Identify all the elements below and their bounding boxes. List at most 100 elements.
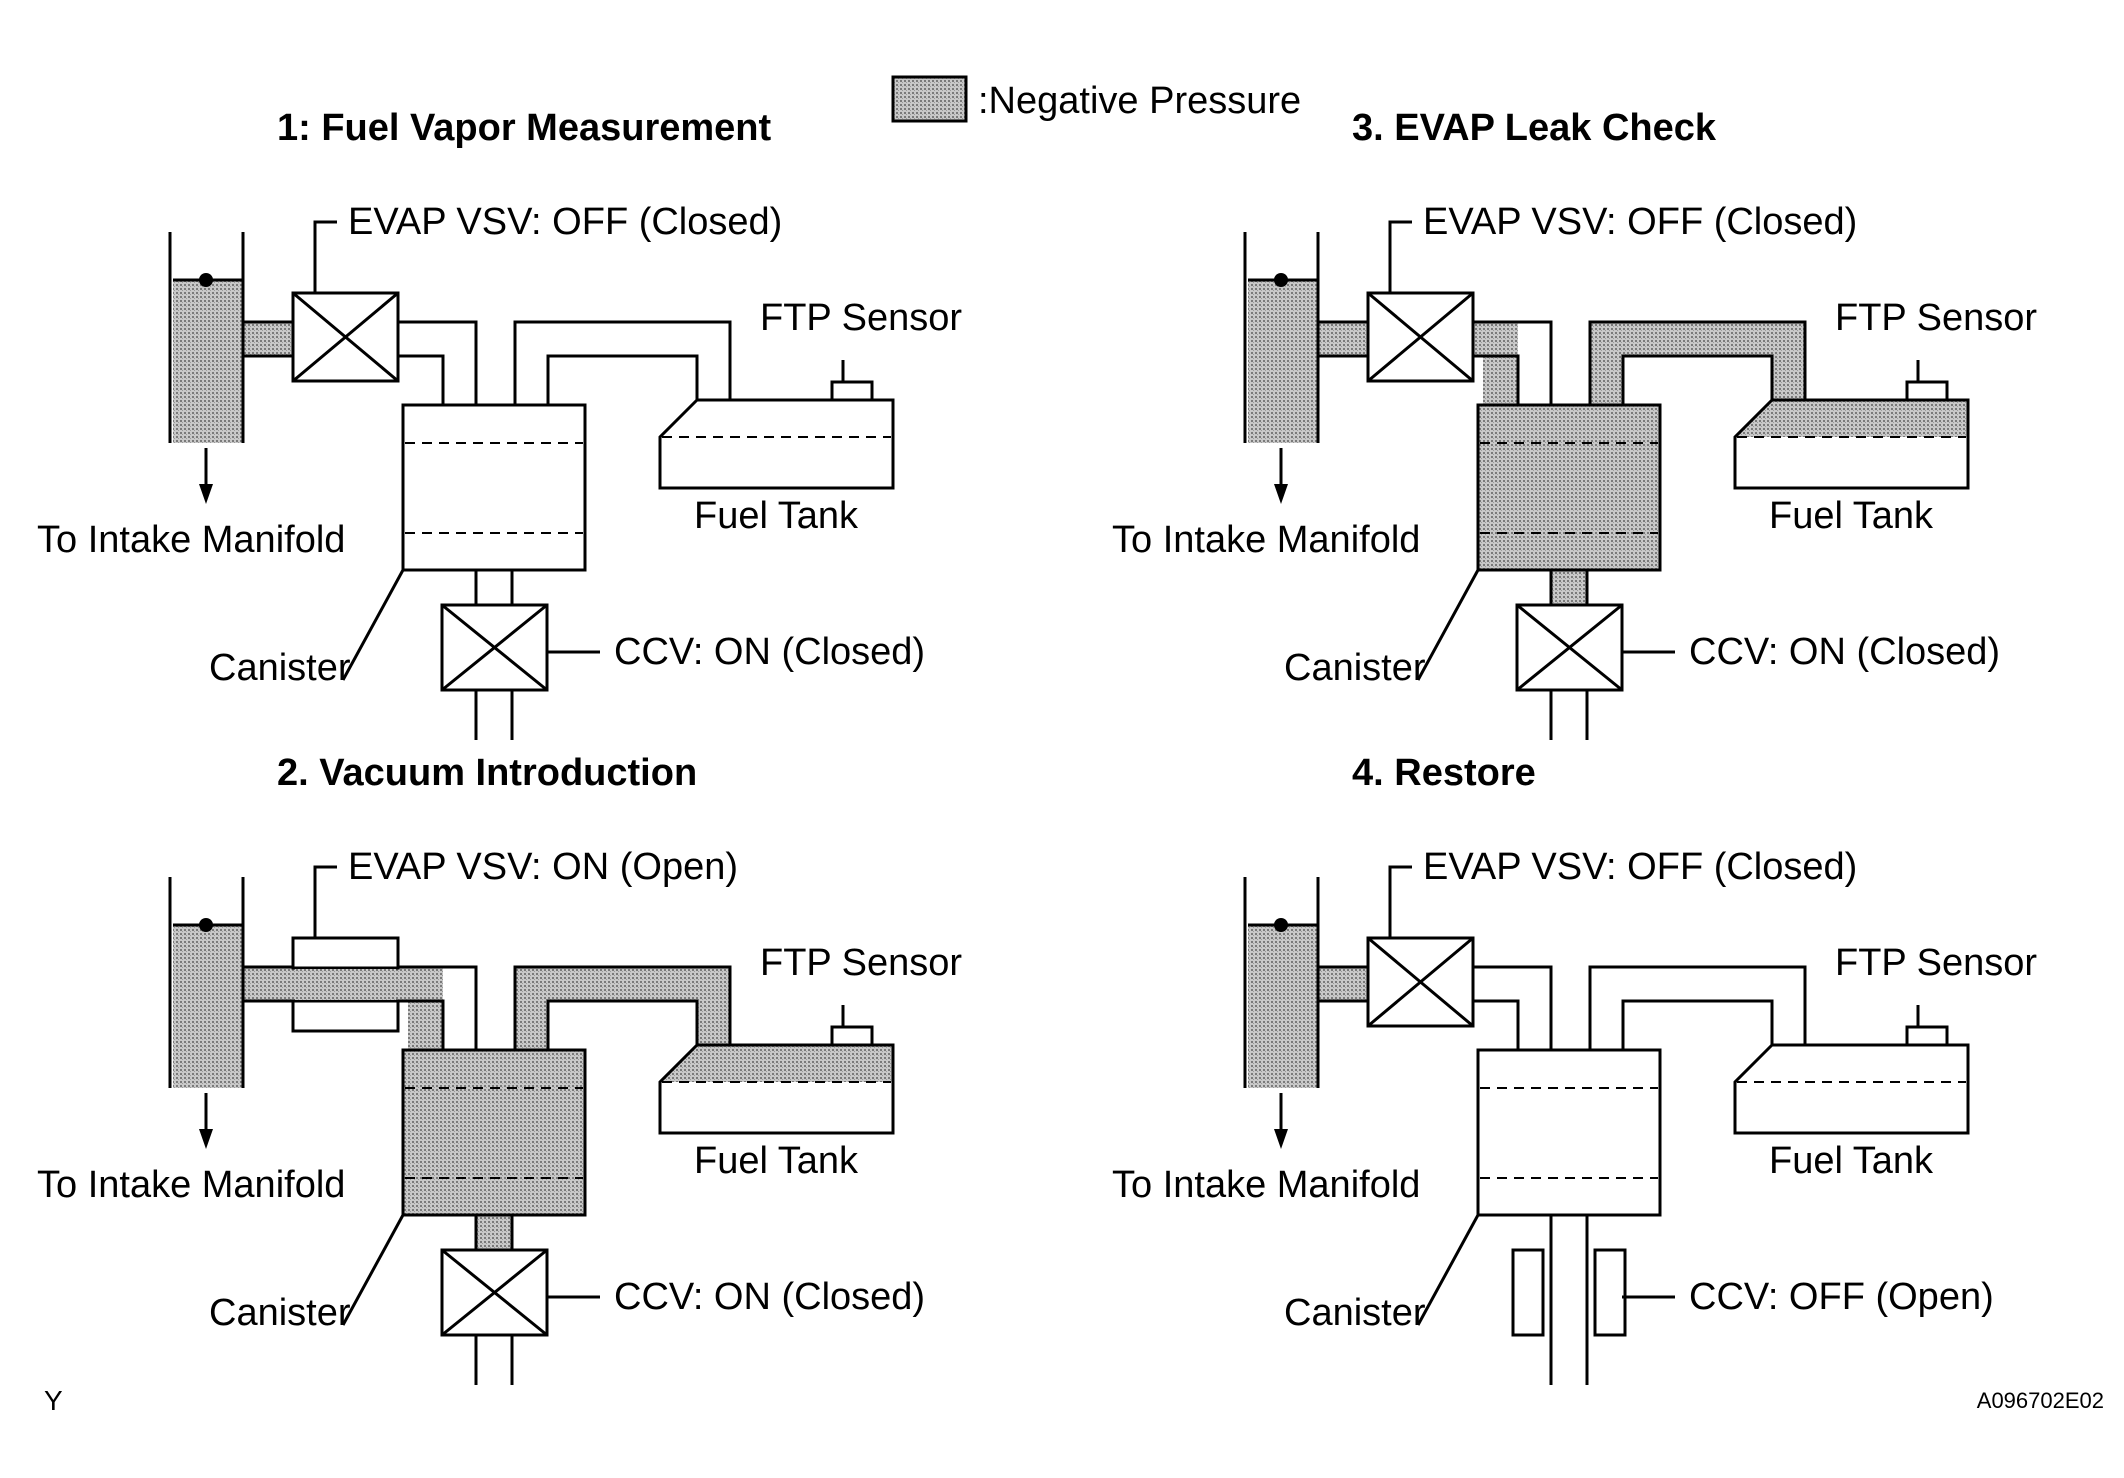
fuel-tank bbox=[1733, 1043, 1970, 1135]
tank-line bbox=[513, 320, 732, 405]
panels: EVAP VSV: OFF (Closed) Canister FTP Sensor… bbox=[37, 107, 2037, 1385]
arrow-down-icon bbox=[1274, 1129, 1288, 1149]
fuel-tank-label: Fuel Tank bbox=[694, 495, 859, 537]
ccv-open-left bbox=[1511, 1248, 1545, 1337]
canister-leader bbox=[1416, 569, 1480, 681]
ftp-sensor bbox=[1905, 380, 1949, 402]
evap-vsv-label: EVAP VSV: OFF (Closed) bbox=[1423, 201, 1857, 243]
ccv-label: CCV: ON (Closed) bbox=[614, 631, 925, 673]
intake-pipe bbox=[168, 232, 245, 443]
canister bbox=[1476, 403, 1662, 572]
vsv-inlet-pipe bbox=[243, 320, 293, 358]
intake-pipe bbox=[1243, 877, 1320, 1088]
canister bbox=[401, 1048, 587, 1217]
ccv-inlet bbox=[474, 570, 514, 605]
vsv-passage-shade bbox=[295, 969, 396, 1000]
canister-label: Canister bbox=[209, 1292, 351, 1334]
ccv-outlet bbox=[1549, 1335, 1589, 1385]
negative-pressure-swatch bbox=[891, 75, 968, 123]
intake-pipe bbox=[1243, 232, 1320, 443]
canister bbox=[401, 403, 587, 572]
ccv-open-right bbox=[1593, 1248, 1627, 1337]
tank-line-shade bbox=[1590, 322, 1805, 405]
panel-3: EVAP VSV: OFF (Closed) Canister FTP Sensor… bbox=[1112, 107, 2037, 740]
vsv-inlet-pipe bbox=[1318, 965, 1368, 1003]
fuel-tank-label: Fuel Tank bbox=[1769, 495, 1934, 537]
vsv-cross-icon bbox=[1367, 291, 1474, 383]
ccv-passage bbox=[1549, 1250, 1589, 1335]
panel-title: 1: Fuel Vapor Measurement bbox=[277, 107, 771, 149]
canister-label: Canister bbox=[209, 647, 351, 689]
intake-shade bbox=[1248, 925, 1318, 1088]
vsv-leader bbox=[1388, 865, 1412, 938]
vsv-inlet-pipe bbox=[243, 965, 293, 1003]
panel-title: 4. Restore bbox=[1352, 752, 1536, 794]
fuel-tank bbox=[658, 398, 895, 490]
canister-label: Canister bbox=[1284, 647, 1426, 689]
intake-shade bbox=[173, 280, 243, 443]
intake-branch-shade bbox=[243, 322, 293, 356]
ccv-inlet bbox=[1549, 1215, 1589, 1250]
panel-title: 2. Vacuum Introduction bbox=[277, 752, 697, 794]
intake-label: To Intake Manifold bbox=[1112, 1164, 1420, 1206]
arrow-down-icon bbox=[199, 1129, 213, 1149]
ftp-sensor-label: FTP Sensor bbox=[760, 297, 962, 339]
canister-shade bbox=[403, 1050, 585, 1215]
ccv-cross-icon bbox=[441, 603, 548, 692]
tank-shade bbox=[1735, 400, 1968, 437]
tank-shade bbox=[660, 1045, 893, 1082]
intake-label: To Intake Manifold bbox=[37, 519, 345, 561]
tank-line bbox=[1588, 965, 1807, 1050]
evap-vsv-label: EVAP VSV: OFF (Closed) bbox=[1423, 846, 1857, 888]
intake-float bbox=[199, 918, 213, 932]
vsv-leader bbox=[1388, 220, 1412, 293]
ccv-inlet bbox=[474, 1215, 514, 1250]
evap-vsv-label: EVAP VSV: ON (Open) bbox=[348, 846, 738, 888]
ftp-sensor bbox=[830, 380, 874, 402]
evap-vsv-open-bottom bbox=[291, 999, 400, 1033]
purge-line bbox=[1473, 965, 1553, 1050]
intake-label: To Intake Manifold bbox=[1112, 519, 1420, 561]
canister-leader bbox=[341, 1214, 405, 1326]
legend-label: :Negative Pressure bbox=[978, 80, 1301, 122]
arrow-down-icon bbox=[1274, 484, 1288, 504]
purge-line bbox=[1473, 320, 1553, 405]
ccv-label: CCV: OFF (Open) bbox=[1689, 1276, 1994, 1318]
ccv-line-shade bbox=[1551, 570, 1587, 605]
intake-label: To Intake Manifold bbox=[37, 1164, 345, 1206]
intake-shade bbox=[173, 925, 243, 1088]
tank-line bbox=[1588, 320, 1807, 405]
vsv-leader bbox=[313, 865, 337, 938]
evap-vsv-label: EVAP VSV: OFF (Closed) bbox=[348, 201, 782, 243]
ccv-cross-icon bbox=[1516, 603, 1623, 692]
figure-code: A096702E02 bbox=[1977, 1388, 2104, 1413]
ccv-outlet bbox=[1549, 690, 1589, 740]
ftp-sensor bbox=[830, 1025, 874, 1047]
tank-line bbox=[513, 965, 732, 1050]
ccv-cross-icon bbox=[441, 1248, 548, 1337]
ccv-inlet bbox=[1549, 570, 1589, 605]
ccv-line-shade bbox=[476, 1215, 512, 1250]
canister-label: Canister bbox=[1284, 1292, 1426, 1334]
tank-line-shade bbox=[515, 967, 730, 1050]
footer-left: Y bbox=[44, 1385, 63, 1416]
legend: :Negative Pressure bbox=[891, 75, 1301, 123]
fuel-tank-label: Fuel Tank bbox=[694, 1140, 859, 1182]
intake-float bbox=[199, 273, 213, 287]
ccv-label: CCV: ON (Closed) bbox=[1689, 631, 2000, 673]
ftp-sensor-label: FTP Sensor bbox=[1835, 297, 2037, 339]
ccv-label: CCV: ON (Closed) bbox=[614, 1276, 925, 1318]
canister-leader bbox=[1416, 1214, 1480, 1326]
ccv-outlet bbox=[474, 1335, 514, 1385]
intake-shade bbox=[1248, 280, 1318, 443]
canister bbox=[1476, 1048, 1662, 1217]
vsv-cross-icon bbox=[292, 291, 399, 383]
panel-1: EVAP VSV: OFF (Closed) Canister FTP Sensor… bbox=[37, 107, 962, 740]
canister-shade bbox=[1478, 405, 1660, 570]
purge-line bbox=[398, 320, 478, 405]
intake-branch-shade bbox=[1318, 322, 1368, 356]
arrow-down-icon bbox=[199, 484, 213, 504]
